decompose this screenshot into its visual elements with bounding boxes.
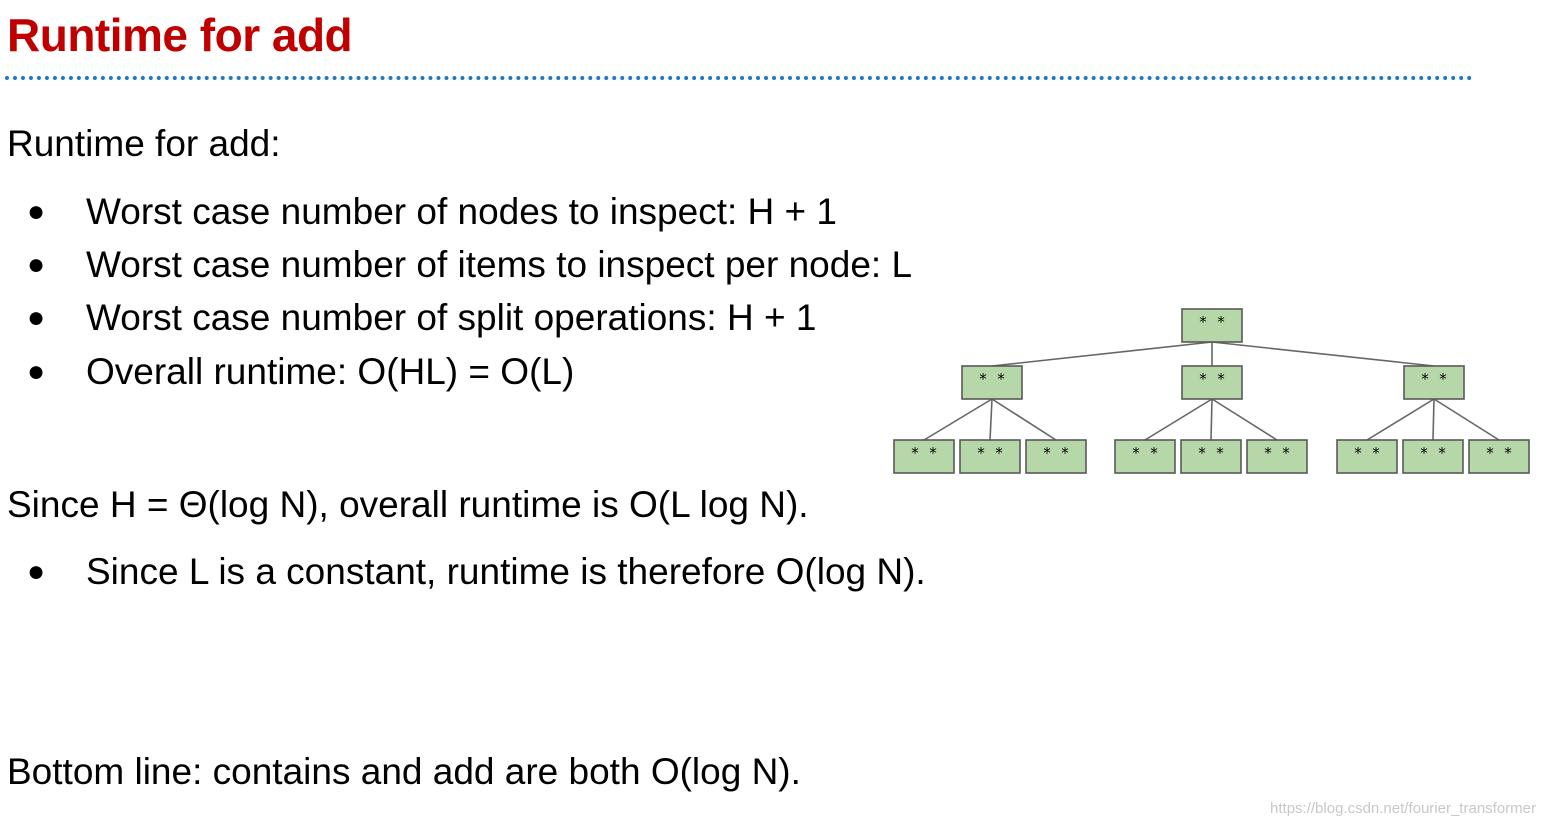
tree-node-label: * * [910, 444, 937, 462]
tree-edge [991, 341, 1213, 367]
tree-internal-node: * * [961, 365, 1023, 400]
tree-node-label: * * [1485, 444, 1512, 462]
tree-node-label: * * [1131, 444, 1158, 462]
tree-leaf-node: * * [1025, 439, 1087, 474]
tree-node-box [961, 365, 1023, 400]
tree-node-box [1181, 365, 1243, 400]
tree-edge [1211, 398, 1278, 441]
tree-node-box [959, 439, 1021, 474]
tree-node-box [1336, 439, 1398, 474]
tree-edge [1366, 398, 1435, 441]
bullet-text: Overall runtime: O(HL) = O(L) [86, 351, 575, 392]
tree-edge [991, 398, 1057, 441]
slide-title: Runtime for add [7, 9, 353, 61]
tree-node-box [1114, 439, 1176, 474]
bullet-icon: ● [26, 195, 46, 228]
tree-edge [923, 398, 993, 441]
watermark: https://blog.csdn.net/fourier_transforme… [1270, 800, 1536, 817]
bullet-text: Worst case number of items to inspect pe… [86, 244, 913, 285]
tree-node-label: * * [1042, 444, 1069, 462]
tree-node-box [1468, 439, 1530, 474]
tree-root-node: * * [1181, 308, 1243, 343]
tree-leaf-node: * * [1180, 439, 1242, 474]
tree-leaf-node: * * [1336, 439, 1398, 474]
b-tree-diagram: * * * * * * * * * * * * * * * * * * * * * * * * * * [893, 308, 1530, 474]
tree-internal-node: * * [1181, 365, 1243, 400]
bullet-text: Worst case number of split operations: H… [86, 297, 817, 338]
tree-node-label: * * [1197, 444, 1224, 462]
bullet-text: Since L is a constant, runtime is theref… [86, 551, 926, 592]
tree-node-box [1403, 365, 1465, 400]
tree-leaf-node: * * [1246, 439, 1308, 474]
tree-node-label: * * [1353, 444, 1380, 462]
tree-node-label: * * [1198, 313, 1225, 331]
tree-edge [1210, 398, 1213, 441]
tree-node-box [1025, 439, 1087, 474]
tree-edge [1432, 398, 1435, 441]
tree-node-box [1180, 439, 1242, 474]
tree-edge [1433, 398, 1500, 441]
tree-node-label: * * [978, 370, 1005, 388]
tree-node-label: * * [1198, 370, 1225, 388]
tree-node-box [893, 439, 955, 474]
tree-edge [1144, 398, 1213, 441]
title-divider [5, 76, 1473, 80]
tree-node-box [1181, 308, 1243, 343]
section-heading-since: Since H = Θ(log N), overall runtime is O… [7, 484, 809, 525]
tree-node-box [1402, 439, 1464, 474]
section-heading-runtime: Runtime for add: [7, 123, 281, 164]
tree-leaf-node: * * [1468, 439, 1530, 474]
bullet-text: Worst case number of nodes to inspect: H… [86, 191, 838, 232]
bottom-line-text: Bottom line: contains and add are both O… [7, 751, 801, 792]
tree-leaf-node: * * [1402, 439, 1464, 474]
tree-node-label: * * [1420, 370, 1447, 388]
bullet-icon: ● [26, 301, 46, 334]
tree-node-label: * * [1419, 444, 1446, 462]
tree-leaf-node: * * [893, 439, 955, 474]
bullet-icon: ● [26, 355, 46, 388]
tree-node-label: * * [1263, 444, 1290, 462]
bullet-icon: ● [26, 555, 46, 588]
bullet-icon: ● [26, 248, 46, 281]
tree-node-box [1246, 439, 1308, 474]
tree-leaf-node: * * [959, 439, 1021, 474]
tree-internal-node: * * [1403, 365, 1465, 400]
tree-edge [989, 398, 993, 441]
tree-node-label: * * [976, 444, 1003, 462]
tree-edge [1211, 341, 1435, 367]
tree-leaf-node: * * [1114, 439, 1176, 474]
